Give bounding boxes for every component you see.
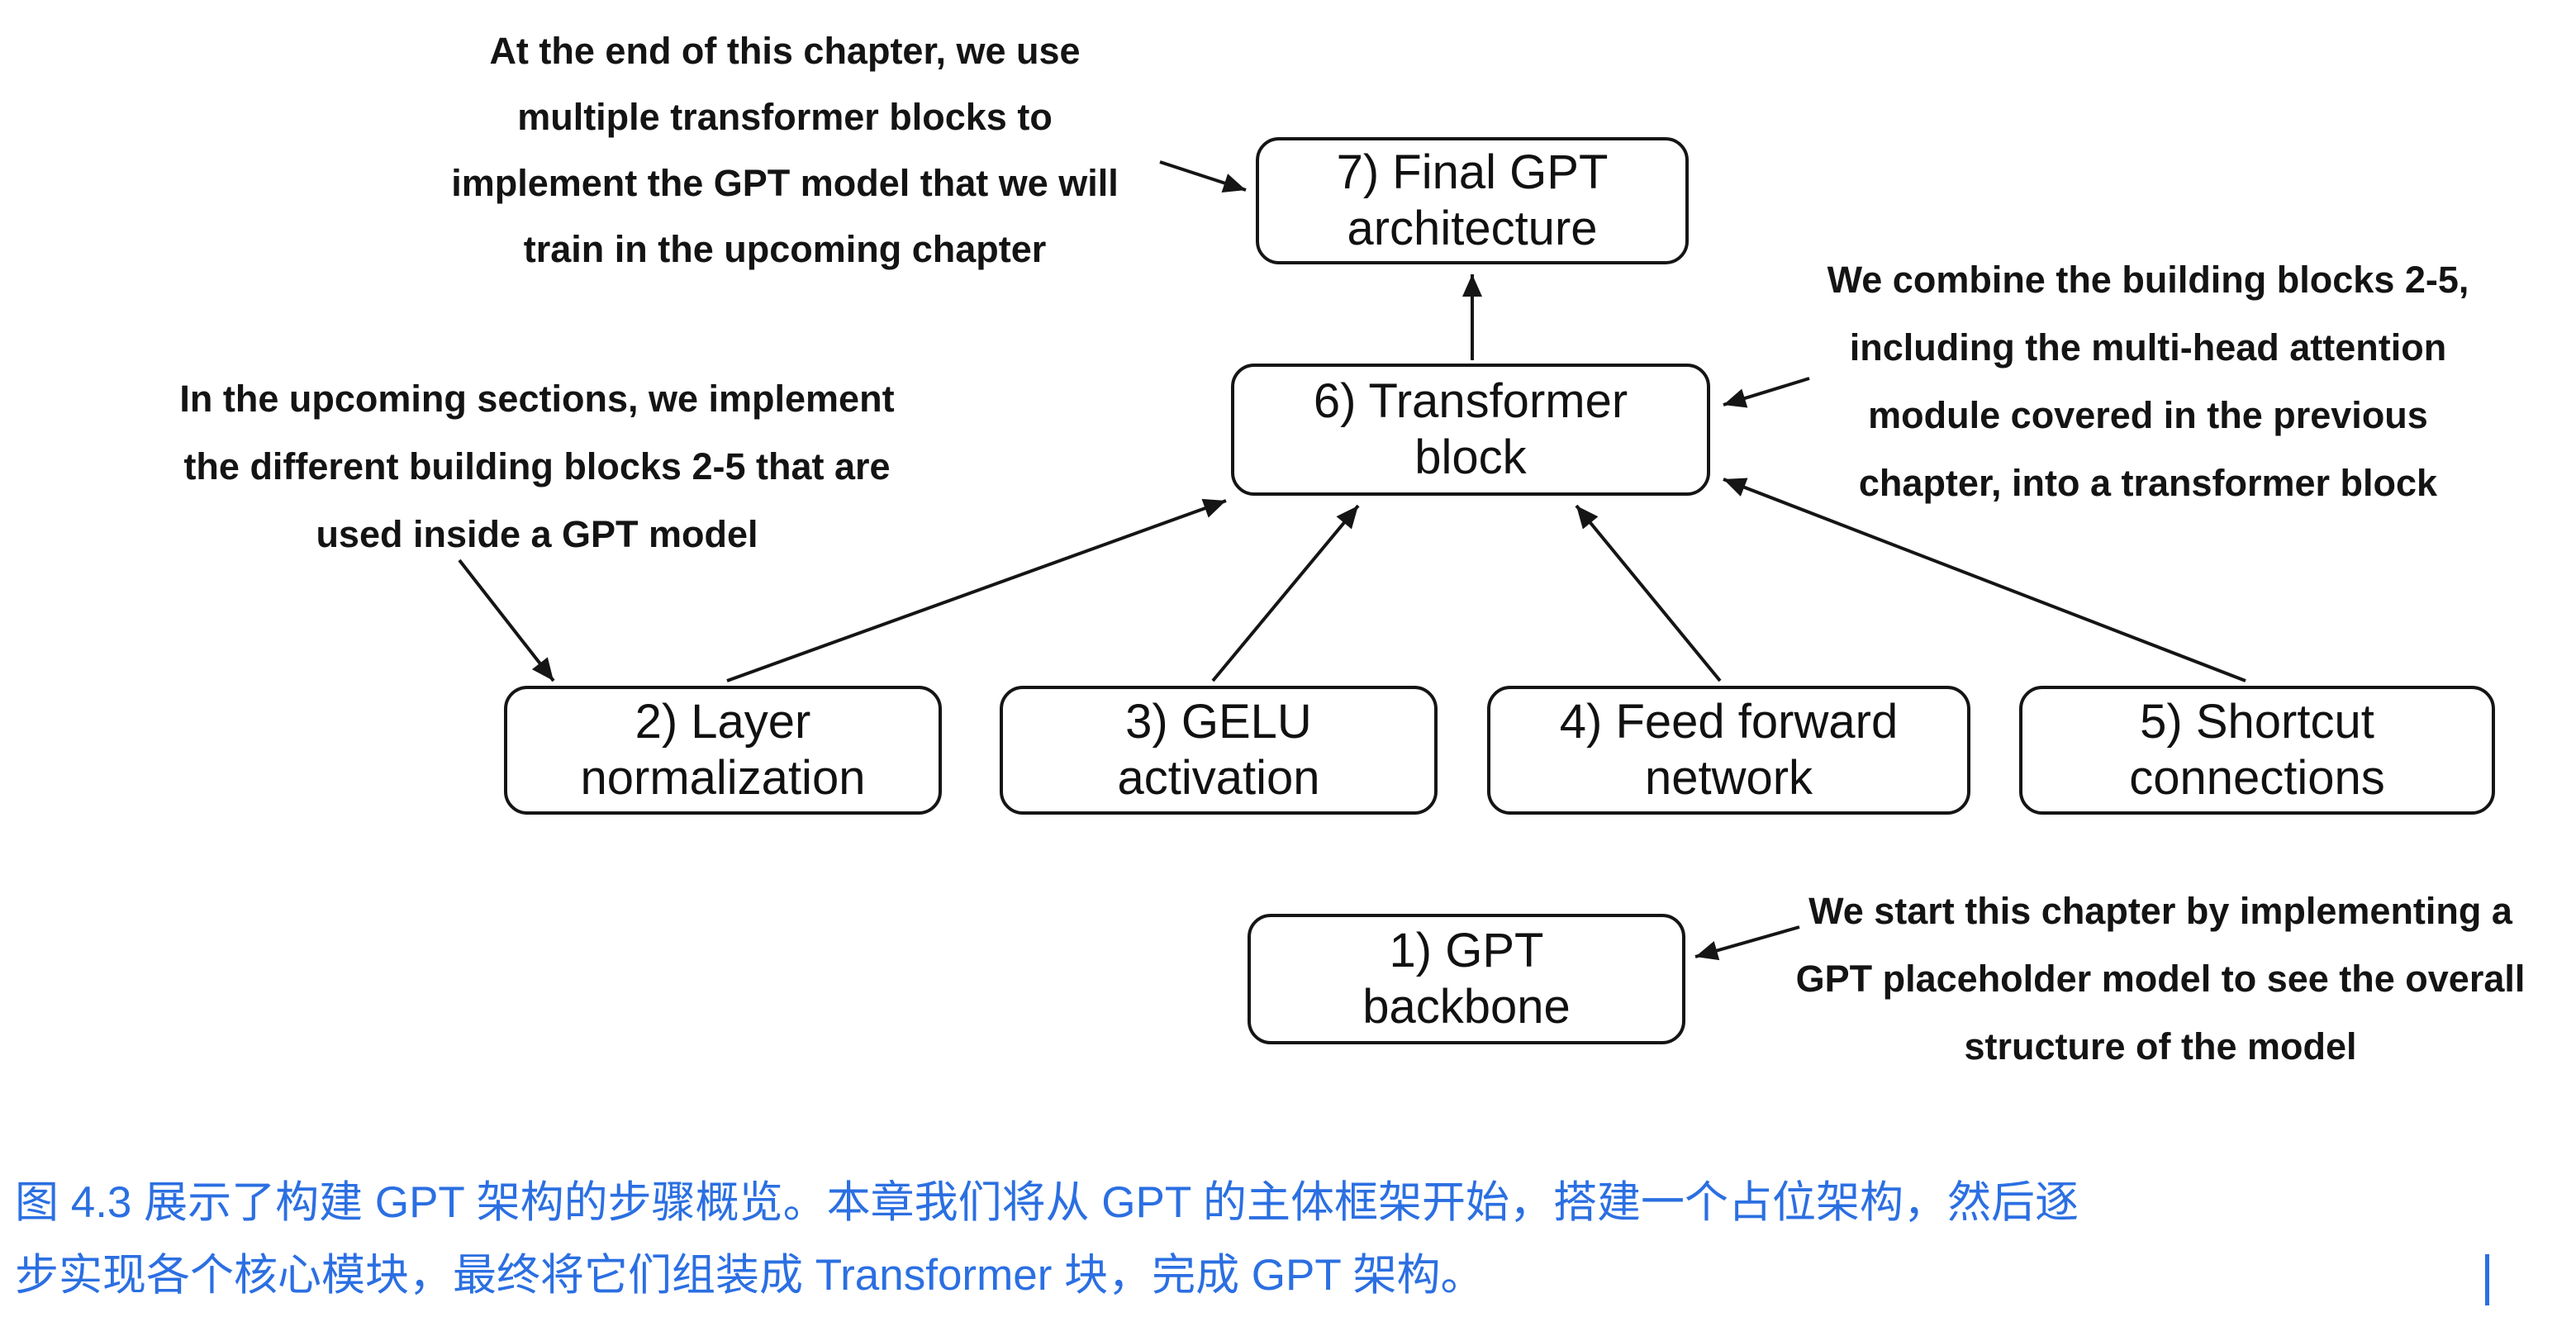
arrow-layernorm-to-transformer — [726, 498, 1227, 682]
arrow-gelu-to-transformer — [1211, 504, 1360, 682]
arrow-annotation-to-layernorm — [458, 559, 555, 682]
caption-line-2: 步实现各个核心模块，最终将它们组装成 Transformer 块，完成 GPT … — [15, 1251, 1485, 1300]
arrow-shortcut-to-transformer — [1723, 478, 2246, 682]
box-shortcut-connections: 5) Shortcut connections — [2019, 686, 2495, 815]
annotation-final-gpt: At the end of this chapter, we use multi… — [451, 30, 1119, 270]
box-transformer-block: 6) Transformer block — [1231, 364, 1710, 496]
box-layer-normalization: 2) Layer normalization — [504, 686, 942, 815]
box-gelu-activation: 3) GELU activation — [1000, 686, 1438, 815]
text-cursor — [2485, 1254, 2489, 1305]
box-feed-forward-network: 4) Feed forward network — [1487, 686, 1970, 815]
arrow-feedforward-to-transformer — [1575, 504, 1722, 682]
annotation-building-blocks: In the upcoming sections, we implement t… — [179, 378, 895, 555]
caption-line-1: 图 4.3 展示了构建 GPT 架构的步骤概览。本章我们将从 GPT 的主体框架… — [15, 1178, 2079, 1227]
box-final-gpt-architecture: 7) Final GPT architecture — [1256, 137, 1689, 264]
annotation-gpt-backbone: We start this chapter by implementing a … — [1795, 890, 2526, 1067]
figure-caption: 图 4.3 展示了构建 GPT 架构的步骤概览。本章我们将从 GPT 的主体框架… — [15, 1167, 2551, 1312]
arrow-annotation-to-transformer — [1723, 377, 1810, 408]
arrow-annotation-to-final — [1159, 160, 1247, 193]
annotation-transformer-block: We combine the building blocks 2-5, incl… — [1827, 259, 2469, 504]
box-gpt-backbone: 1) GPT backbone — [1248, 914, 1685, 1044]
arrow-annotation-to-backbone — [1694, 925, 1800, 961]
